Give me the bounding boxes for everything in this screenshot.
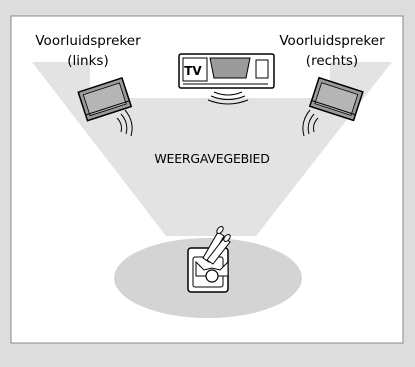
left-speaker-icon (77, 77, 133, 122)
listening-area-label: WEERGAVEGEBIED (154, 151, 270, 166)
left-speaker-label-line1: Voorluidspreker (35, 33, 141, 49)
right-speaker-label-line2: (rechts) (305, 53, 359, 69)
left-speaker-sound-waves-icon (116, 109, 133, 137)
tv-icon (178, 53, 275, 89)
right-speaker-label-line1: Voorluidspreker (279, 33, 385, 49)
listener-in-armchair-icon (187, 226, 231, 293)
tv-label-layer: TV (184, 64, 202, 78)
right-speaker-icon (308, 76, 364, 122)
right-speaker-label: Voorluidspreker (rechts) (272, 31, 392, 71)
right-speaker-sound-waves-icon (302, 109, 319, 137)
tv-label: TV (184, 64, 202, 78)
left-speaker-label-line2: (links) (67, 53, 109, 69)
tv-sound-waves-icon (207, 91, 249, 105)
left-speaker-label: Voorluidspreker (links) (28, 31, 148, 71)
